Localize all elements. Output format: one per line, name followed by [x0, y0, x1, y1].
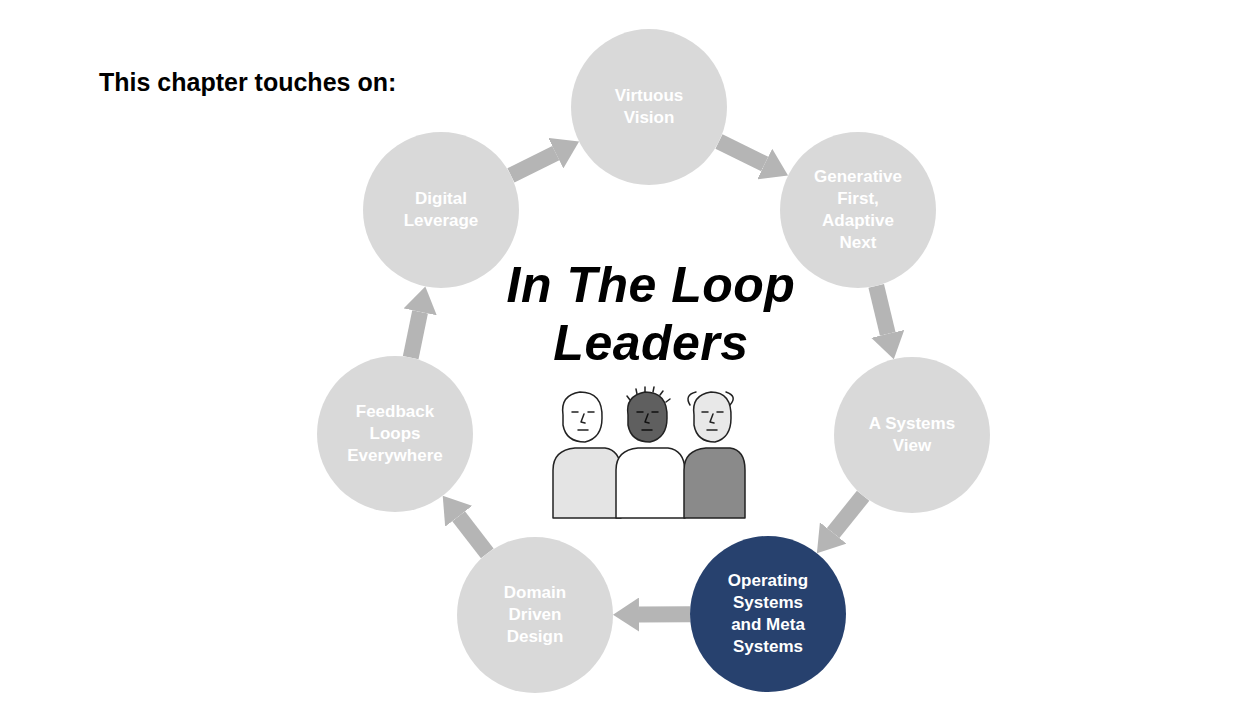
- person-head: [628, 392, 667, 442]
- topic-label: Virtuous Vision: [597, 85, 701, 129]
- topic-label: Generative First, Adaptive Next: [806, 166, 910, 254]
- person-head: [563, 392, 602, 442]
- person-body: [553, 448, 621, 518]
- topic-label: Feedback Loops Everywhere: [343, 401, 447, 467]
- person-head: [694, 392, 731, 442]
- person-body: [684, 448, 745, 518]
- topic-label: Operating Systems and Meta Systems: [716, 570, 820, 658]
- topic-circle: Generative First, Adaptive Next: [780, 132, 936, 288]
- cycle-arrow: [511, 153, 556, 175]
- cycle-arrow: [639, 606, 690, 622]
- center-title: In The Loop Leaders: [491, 256, 811, 372]
- topic-circle: Feedback Loops Everywhere: [317, 356, 473, 512]
- topic-circle: Operating Systems and Meta Systems: [690, 536, 846, 692]
- topic-circle: Virtuous Vision: [571, 29, 727, 185]
- cycle-arrow: [833, 496, 863, 533]
- cycle-arrow: [459, 516, 488, 553]
- cycle-arrow: [411, 312, 420, 358]
- topic-label: Domain Driven Design: [483, 582, 587, 648]
- topic-label: A Systems View: [860, 413, 964, 457]
- cycle-arrow: [719, 141, 765, 164]
- chapter-title: This chapter touches on:: [99, 68, 396, 97]
- person-body: [616, 448, 685, 518]
- topic-label: Digital Leverage: [389, 188, 493, 232]
- cycle-arrow: [876, 286, 888, 334]
- topic-circle: Domain Driven Design: [457, 537, 613, 693]
- topic-circle: Digital Leverage: [363, 132, 519, 288]
- topic-circle: A Systems View: [834, 357, 990, 513]
